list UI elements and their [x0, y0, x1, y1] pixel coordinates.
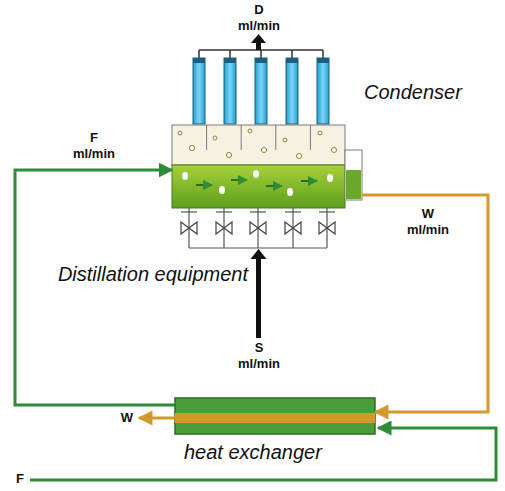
distillation-unit: Distillation equipment — [172, 125, 362, 208]
still-liquid — [301, 180, 317, 182]
vapour-manifold — [198, 50, 200, 58]
waste-outlet — [139, 417, 175, 420]
distillate-arrow — [251, 34, 266, 50]
still-liquid — [266, 185, 282, 187]
steam-valves — [250, 211, 266, 212]
still-vapour-space — [248, 129, 252, 133]
node-label: Condenser — [362, 80, 464, 104]
stream-label: D ml/min — [234, 2, 284, 34]
condenser-tubes — [317, 58, 329, 124]
stream-label: F — [12, 471, 28, 487]
stream-label: W — [118, 410, 136, 426]
condenser-tubes — [193, 58, 329, 124]
heat-exchanger-body — [175, 398, 375, 434]
vapour-manifold — [322, 50, 324, 58]
steam-valves — [181, 211, 197, 212]
stream-label: F ml/min — [70, 130, 118, 162]
distillate-arrow — [251, 34, 266, 43]
condenser-tubes — [193, 58, 205, 124]
steam-valves — [216, 211, 232, 212]
condenser-tubes — [317, 58, 329, 63]
node-label: Distillation equipment — [56, 262, 250, 286]
condenser-unit: Condenser — [188, 58, 338, 124]
feed-inlet — [30, 428, 496, 480]
vapour-manifold — [260, 50, 262, 58]
steam-valves — [250, 222, 266, 234]
condenser-tubes — [286, 58, 298, 63]
still-vapour-space — [190, 146, 195, 151]
still-vapour-space — [310, 125, 311, 150]
still-vapour-space — [297, 154, 302, 159]
still-liquid — [219, 186, 225, 194]
steam-valves — [319, 222, 335, 234]
condenser-tubes — [286, 58, 298, 124]
steam-valves — [319, 211, 335, 212]
condenser-tubes — [224, 58, 236, 63]
steam-valves — [285, 211, 301, 212]
still-liquid — [172, 165, 345, 208]
condenser-tubes — [255, 58, 267, 124]
condenser-tubes — [193, 58, 205, 63]
steam-valves — [181, 222, 197, 234]
node-label: heat exchanger — [182, 440, 324, 464]
steam-arrow — [256, 258, 261, 338]
heat-exchanger: heat exchanger — [175, 398, 375, 434]
condenser-tubes — [224, 58, 236, 124]
waste-stream — [362, 195, 488, 412]
feed-stream — [15, 170, 175, 405]
still-vapour-space — [227, 153, 232, 158]
level-gauge — [345, 150, 362, 200]
waste-outlet — [139, 418, 175, 419]
still-vapour-space — [241, 125, 242, 150]
feed-inlet — [30, 428, 496, 480]
steam-valves — [189, 247, 327, 248]
distillate-arrow — [256, 42, 261, 50]
vapour-manifold — [291, 50, 293, 58]
still-vapour-space — [172, 125, 345, 165]
still-vapour-space — [206, 125, 207, 150]
vapour-manifold — [199, 50, 323, 58]
level-gauge — [345, 150, 362, 200]
condenser-tubes — [255, 58, 267, 63]
still-liquid — [327, 174, 333, 182]
stream-label: W ml/min — [404, 206, 452, 238]
steam-valves — [285, 222, 301, 234]
still-vapour-space — [262, 148, 267, 153]
heat-exchanger-body — [175, 398, 375, 434]
stream-label: S ml/min — [234, 340, 284, 372]
still-liquid — [172, 165, 345, 208]
level-gauge — [346, 170, 361, 199]
steam-arrow — [251, 249, 267, 259]
still-vapour-space — [332, 148, 337, 153]
still-liquid — [253, 170, 259, 178]
vapour-manifold — [229, 50, 231, 58]
still-liquid — [231, 179, 247, 181]
steam-valves — [181, 208, 335, 248]
still-vapour-space — [318, 131, 322, 135]
still-vapour-space — [178, 131, 182, 135]
steam-valves — [216, 222, 232, 234]
still-liquid — [182, 172, 188, 180]
still-vapour-space — [172, 125, 345, 165]
still-vapour-space — [275, 125, 276, 150]
steam-arrow — [251, 249, 267, 338]
heat-exchanger-body — [175, 413, 375, 423]
still-vapour-space — [283, 138, 287, 142]
still-vapour-space — [213, 136, 217, 140]
still-liquid — [196, 184, 212, 186]
still-liquid — [287, 188, 293, 196]
